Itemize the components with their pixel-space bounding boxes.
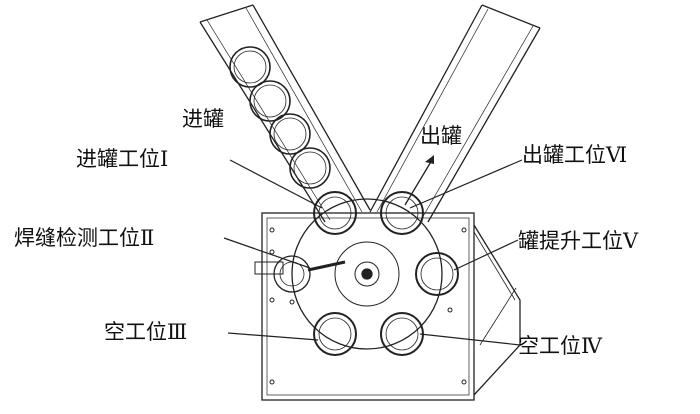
station-4-can [380, 312, 424, 356]
leader-lines [223, 159, 523, 346]
label-lift-station: 罐提升工位Ⅴ [518, 229, 639, 253]
station-5-can [415, 252, 459, 296]
base-plate [261, 212, 475, 401]
base-bolts [269, 227, 467, 385]
label-empty-station-4: 空工位Ⅳ [518, 334, 602, 358]
label-weld-station: 焊缝检测工位Ⅱ [14, 226, 155, 250]
outfeed-chute [369, 4, 541, 223]
label-in-station: 进罐工位Ⅰ [76, 147, 169, 171]
weld-detector [254, 255, 346, 293]
label-empty-station-3: 空工位Ⅲ [104, 320, 188, 344]
label-out-station: 出罐工位Ⅵ [522, 143, 628, 167]
base-plate-inner [266, 217, 470, 396]
label-in-can: 进罐 [182, 107, 224, 131]
infeed-chute [199, 4, 371, 223]
turret-hub [334, 241, 400, 307]
infeed-cans [229, 46, 331, 189]
side-frame [473, 224, 521, 396]
turret-ring [291, 198, 443, 350]
station-1-can [313, 191, 357, 235]
station-6-can [380, 191, 424, 235]
outfeed-arrow [404, 159, 433, 206]
station-3-can [313, 312, 357, 356]
label-out-can: 出罐 [420, 124, 462, 148]
